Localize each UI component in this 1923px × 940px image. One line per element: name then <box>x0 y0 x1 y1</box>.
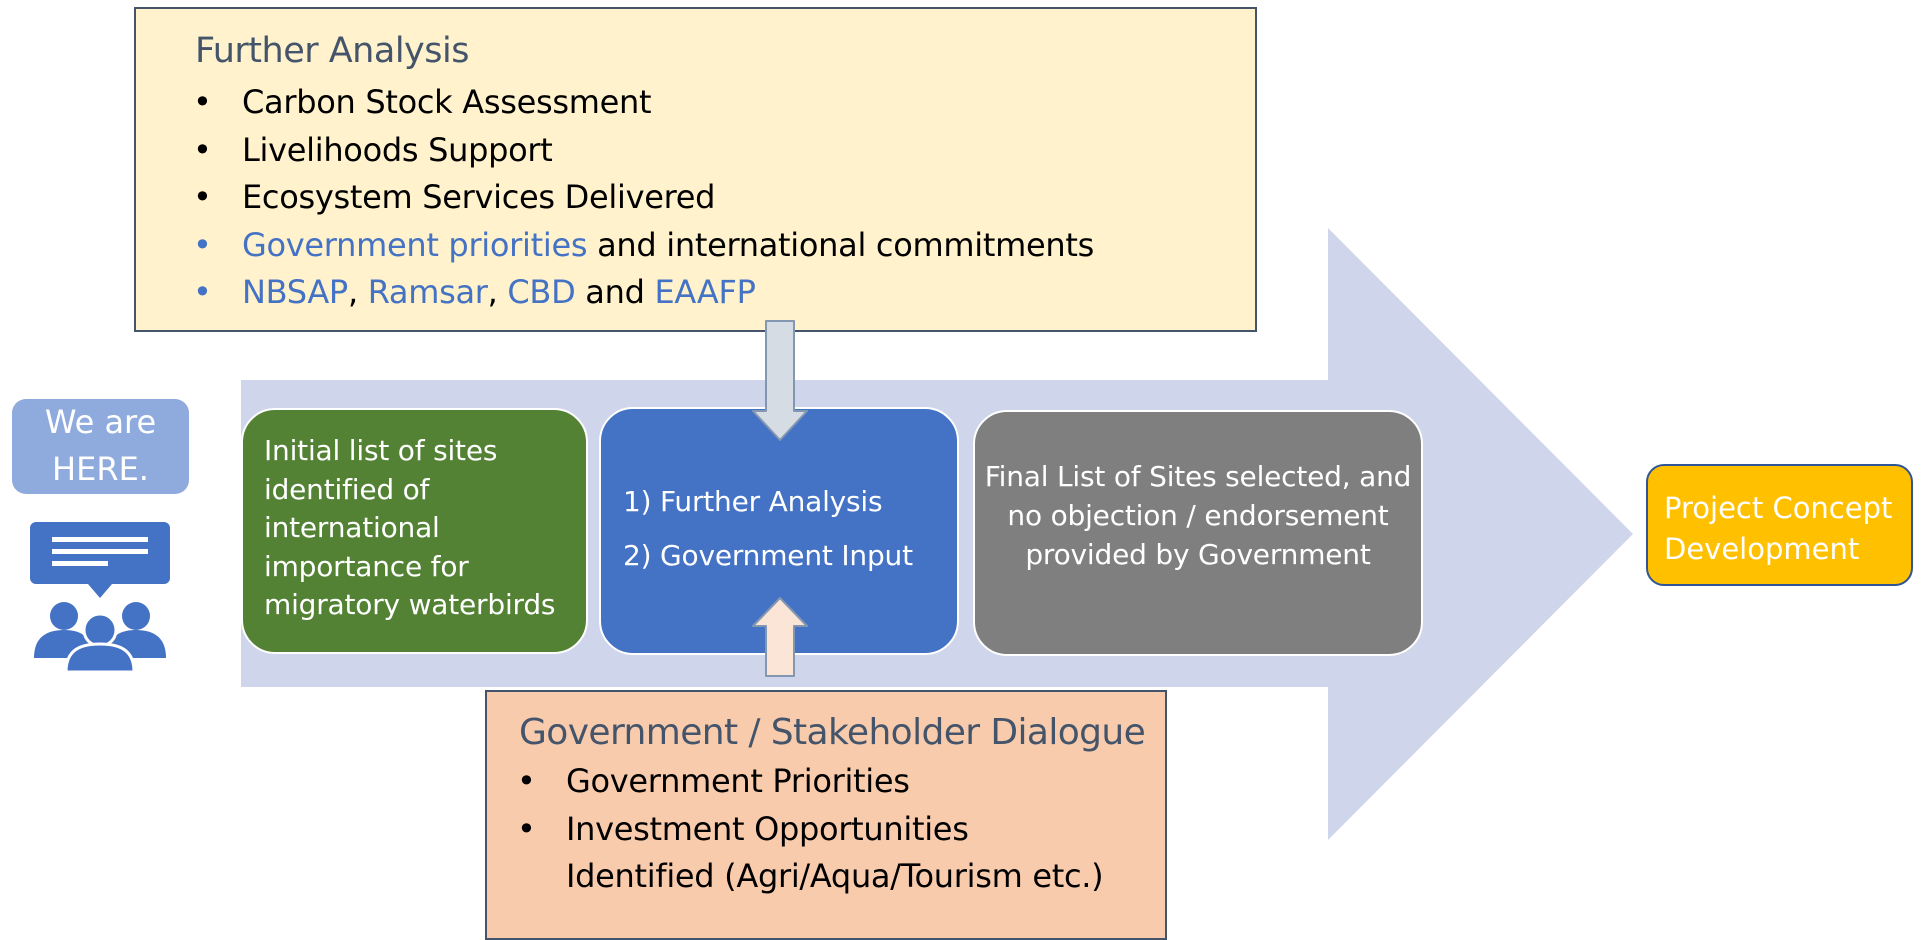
list-item-text: Government Priorities <box>566 762 910 800</box>
list-item-text: Carbon Stock Assessment <box>242 83 652 121</box>
list-item-text: Investment Opportunities Identified (Agr… <box>566 809 1104 896</box>
analysis-input-step: 1) Further Analysis 2) Government Input <box>599 407 959 655</box>
we-are-here-line2: HERE. <box>52 450 149 488</box>
further-analysis-step-label: 1) Further Analysis <box>623 485 883 518</box>
up-arrow-icon <box>752 597 808 677</box>
initial-site-list-step: Initial list of sites identified of inte… <box>241 408 588 654</box>
separator-text: , <box>347 273 368 311</box>
further-analysis-title: Further Analysis <box>195 31 469 71</box>
stakeholder-dialogue-box: Government / Stakeholder Dialogue • Gove… <box>485 690 1167 940</box>
list-item: • Carbon Stock Assessment <box>193 79 1094 127</box>
list-item: • Ecosystem Services Delivered <box>193 174 1094 222</box>
bullet: • <box>193 83 212 121</box>
nbsap-link[interactable]: NBSAP <box>242 273 348 311</box>
bullet: • <box>193 225 212 264</box>
eaafp-link[interactable]: EAAFP <box>654 273 756 311</box>
final-site-list-text: Final List of Sites selected, and no obj… <box>984 460 1412 571</box>
project-concept-text: Project Concept Development <box>1664 491 1893 566</box>
bullet: • <box>193 178 212 216</box>
list-item: • NBSAP, Ramsar, CBD and EAAFP <box>193 269 1094 317</box>
government-input-step-label: 2) Government Input <box>623 539 913 572</box>
bullet: • <box>517 762 536 800</box>
bullet: • <box>193 273 212 311</box>
separator-text: , <box>487 273 508 311</box>
list-item: • Government Priorities <box>517 758 1126 806</box>
final-site-list-step: Final List of Sites selected, and no obj… <box>973 410 1423 656</box>
separator-text: and <box>575 273 655 311</box>
meeting-people-icon <box>30 522 170 672</box>
project-concept-box: Project Concept Development <box>1646 464 1913 586</box>
stakeholder-dialogue-title: Government / Stakeholder Dialogue <box>519 712 1146 753</box>
we-are-here-badge: We are HERE. <box>12 399 189 494</box>
cbd-link[interactable]: CBD <box>507 273 576 311</box>
initial-site-list-text: Initial list of sites identified of inte… <box>264 434 556 621</box>
government-priorities-link[interactable]: Government priorities <box>242 225 588 264</box>
list-item-text: Livelihoods Support <box>242 130 553 169</box>
further-analysis-box: Further Analysis • Carbon Stock Assessme… <box>134 7 1257 332</box>
down-arrow-icon <box>752 320 808 441</box>
list-item: • Investment Opportunities Identified (A… <box>517 806 1126 901</box>
list-item: • Government priorities and internationa… <box>193 222 1094 270</box>
bullet: • <box>193 130 212 169</box>
list-item-text: Ecosystem Services Delivered <box>242 178 716 216</box>
stakeholder-dialogue-list: • Government Priorities • Investment Opp… <box>517 758 1126 901</box>
bullet: • <box>517 809 536 848</box>
further-analysis-list: • Carbon Stock Assessment • Livelihoods … <box>193 79 1094 317</box>
list-item-text: and international commitments <box>587 225 1094 264</box>
we-are-here-line1: We are <box>44 403 157 441</box>
list-item: • Livelihoods Support <box>193 127 1094 175</box>
ramsar-link[interactable]: Ramsar <box>367 273 488 311</box>
